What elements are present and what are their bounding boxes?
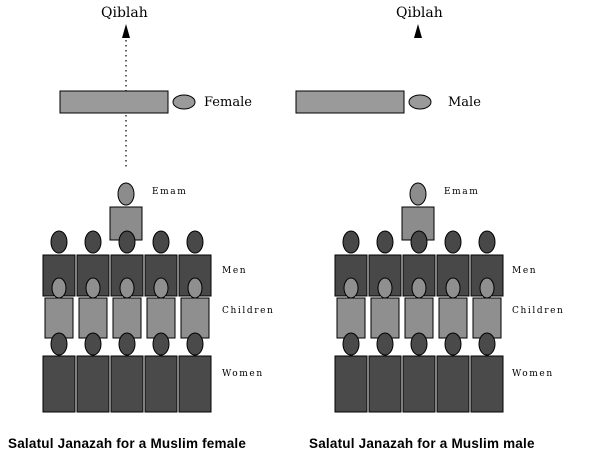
- man-figure: [178, 230, 212, 297]
- woman-figure: [470, 332, 504, 413]
- deceased-label-female: Female: [204, 95, 252, 110]
- children-row: [44, 277, 210, 339]
- child-figure: [472, 277, 502, 339]
- man-figure: [402, 230, 436, 297]
- caption-female: Salatul Janazah for a Muslim female: [8, 436, 247, 451]
- bier-head: [408, 94, 432, 110]
- children-row: [336, 277, 502, 339]
- women-row: [334, 332, 504, 413]
- imam-figure: [109, 182, 143, 241]
- child-figure: [78, 277, 108, 339]
- man-figure: [144, 230, 178, 297]
- qiblah-arrow: [414, 24, 422, 38]
- child-figure: [336, 277, 366, 339]
- child-figure: [404, 277, 434, 339]
- man-figure: [42, 230, 76, 297]
- qiblah-arrowhead: [414, 24, 422, 38]
- woman-figure: [368, 332, 402, 413]
- children-label-female: Children: [222, 306, 275, 316]
- men-label-female: Men: [222, 266, 248, 276]
- imam-label-female: Emam: [152, 187, 188, 197]
- man-figure: [470, 230, 504, 297]
- men-row: [334, 230, 504, 297]
- men-label-male: Men: [512, 266, 538, 276]
- man-figure: [110, 230, 144, 297]
- panel-male-graphic: [295, 24, 504, 413]
- qiblah-arrow: [122, 24, 130, 168]
- child-figure: [370, 277, 400, 339]
- imam-label-male: Emam: [444, 187, 480, 197]
- women-label-female: Women: [222, 369, 264, 379]
- child-figure: [112, 277, 142, 339]
- man-figure: [436, 230, 470, 297]
- qiblah-label-female: Qiblah: [101, 5, 148, 21]
- woman-figure: [178, 332, 212, 413]
- women-row: [42, 332, 212, 413]
- imam-figure: [401, 182, 435, 241]
- children-label-male: Children: [512, 306, 565, 316]
- bier-body: [59, 90, 169, 114]
- child-figure: [438, 277, 468, 339]
- child-figure: [146, 277, 176, 339]
- woman-figure: [436, 332, 470, 413]
- woman-figure: [76, 332, 110, 413]
- qiblah-arrowhead: [122, 24, 130, 38]
- man-figure: [76, 230, 110, 297]
- caption-male: Salatul Janazah for a Muslim male: [309, 436, 535, 451]
- bier: [295, 90, 432, 114]
- woman-figure: [42, 332, 76, 413]
- deceased-label-male: Male: [448, 95, 481, 110]
- woman-figure: [110, 332, 144, 413]
- child-figure: [44, 277, 74, 339]
- child-figure: [180, 277, 210, 339]
- men-row: [42, 230, 212, 297]
- woman-figure: [144, 332, 178, 413]
- man-figure: [334, 230, 368, 297]
- women-label-male: Women: [512, 369, 554, 379]
- bier-body: [295, 90, 405, 114]
- bier-head: [172, 94, 196, 110]
- woman-figure: [334, 332, 368, 413]
- woman-figure: [402, 332, 436, 413]
- bier: [59, 90, 196, 114]
- qiblah-label-male: Qiblah: [396, 5, 443, 21]
- panel-female-graphic: [42, 24, 212, 413]
- man-figure: [368, 230, 402, 297]
